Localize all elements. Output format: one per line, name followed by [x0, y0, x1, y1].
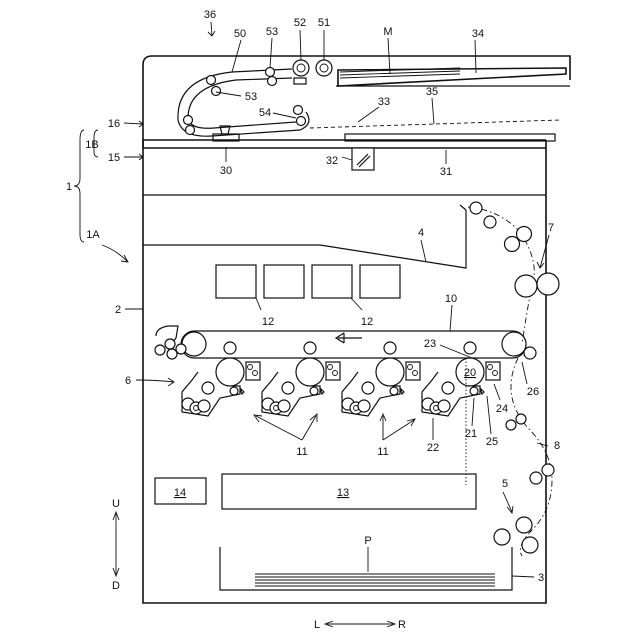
label-20: 20	[464, 367, 476, 379]
lower-units	[155, 474, 476, 509]
fixing-roller	[537, 273, 559, 295]
label-6: 6	[125, 375, 131, 387]
fixing-roller	[515, 275, 537, 297]
label-U: U	[112, 498, 120, 510]
label-21: 21	[465, 428, 477, 440]
label-3: 3	[538, 572, 544, 584]
label-53b: 53	[245, 91, 257, 103]
paper-cassette	[220, 547, 512, 590]
label-5: 5	[502, 478, 508, 490]
label-L: L	[314, 619, 320, 631]
label-12a: 12	[262, 316, 274, 328]
label-12b: 12	[361, 316, 373, 328]
document-tray	[338, 68, 566, 86]
label-14: 14	[174, 487, 186, 499]
label-2: 2	[115, 304, 121, 316]
label-R: R	[398, 619, 406, 631]
label-11a: 11	[296, 446, 307, 458]
label-11b: 11	[377, 446, 388, 458]
label-54: 54	[259, 107, 271, 119]
exposure-unit	[312, 265, 352, 298]
label-32: 32	[326, 155, 338, 167]
label-34: 34	[472, 28, 484, 40]
label-P: P	[364, 535, 371, 547]
label-26: 26	[527, 386, 539, 398]
exposure-unit	[216, 265, 256, 298]
label-53: 53	[266, 26, 278, 38]
label-31: 31	[440, 166, 452, 178]
leader-lines	[74, 22, 549, 627]
label-50: 50	[234, 28, 246, 40]
photosensitive-drum	[296, 358, 324, 386]
exposure-unit	[264, 265, 304, 298]
image-forming-unit	[262, 342, 340, 416]
label-4: 4	[418, 227, 424, 239]
photosensitive-drum	[216, 358, 244, 386]
roller-51	[316, 60, 332, 76]
label-1: 1	[66, 181, 72, 193]
label-51: 51	[318, 17, 330, 29]
reference-labels: 36 50 53 52 51 M 34 53 35 33 54 16 1B 15…	[66, 9, 560, 631]
image-forming-apparatus-body	[143, 56, 570, 603]
label-7: 7	[548, 222, 554, 234]
label-1A: 1A	[86, 229, 100, 241]
label-D: D	[112, 580, 120, 592]
label-23: 23	[424, 338, 436, 350]
label-15: 15	[108, 152, 120, 164]
roller-52	[293, 60, 309, 76]
label-35: 35	[426, 86, 438, 98]
label-16: 16	[108, 118, 120, 130]
label-13: 13	[337, 487, 349, 499]
photosensitive-drum	[376, 358, 404, 386]
label-1B: 1B	[85, 139, 98, 151]
label-33: 33	[378, 96, 390, 108]
exposure-units	[216, 265, 400, 298]
label-M: M	[383, 26, 392, 38]
label-25: 25	[486, 436, 498, 448]
image-forming-unit	[342, 342, 420, 416]
image-forming-units	[182, 342, 500, 416]
exposure-unit	[360, 265, 400, 298]
label-22: 22	[427, 442, 439, 454]
label-36: 36	[204, 9, 216, 21]
label-24: 24	[496, 403, 508, 415]
label-30: 30	[220, 165, 232, 177]
label-10: 10	[445, 293, 457, 305]
label-52: 52	[294, 17, 306, 29]
label-8: 8	[554, 440, 560, 452]
